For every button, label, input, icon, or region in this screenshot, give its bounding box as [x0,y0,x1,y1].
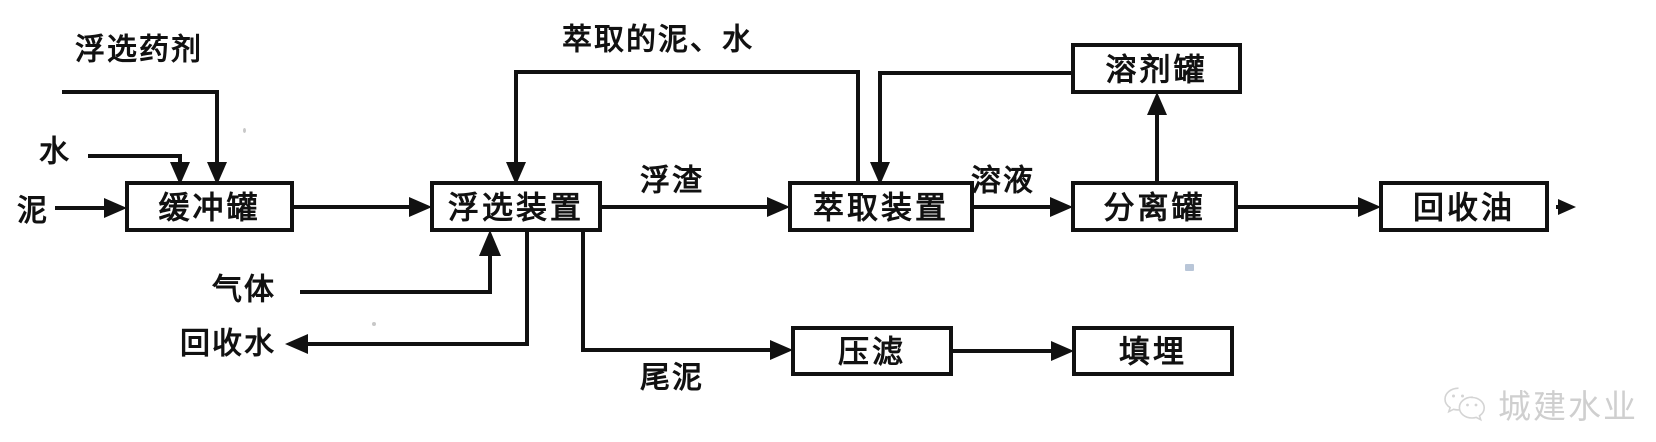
node-recovered-oil[interactable]: 回收油 [1379,181,1549,232]
node-landfill[interactable]: 填埋 [1072,326,1234,376]
flow-label-tail-mud: 尾泥 [640,362,704,395]
arrow-recycled-water [285,334,308,354]
input-label-gas: 气体 [212,274,276,307]
arrow-sludge [104,198,127,218]
extraction-unit-label: 萃取装置 [813,191,949,226]
arrow-water [170,162,190,185]
flow-label-extracted-mud-water: 萃取的泥、水 [562,24,754,57]
input-label-flotation-agent: 浮选药剂 [75,34,203,67]
flow-label-float-scum: 浮渣 [640,165,704,198]
arrow-oil-outflow-fragment [1558,199,1576,215]
edge-water-to-buffer [88,154,182,174]
edge-flotation-agent-to-buffer [62,90,219,174]
node-filter-press[interactable]: 压滤 [791,326,953,376]
node-flotation-unit[interactable]: 浮选装置 [430,181,602,232]
filter-press-box[interactable] [791,326,953,376]
input-label-water: 水 [39,136,71,169]
edge-gas-to-flotation [300,248,492,294]
arrow-buffer-to-flotation [409,197,432,217]
arrow-tail-mud [770,340,793,360]
node-buffer-tank[interactable]: 缓冲罐 [125,181,294,232]
separation-tank-box[interactable] [1071,181,1238,232]
arrow-recovered-oil [1358,197,1381,217]
edge-solvent-to-extraction [878,71,1073,174]
flotation-unit-label: 浮选装置 [448,191,584,226]
flotation-unit-box[interactable] [430,181,602,232]
edge-extraction-to-flotation-top [514,70,860,183]
node-solvent-tank[interactable]: 溶剂罐 [1071,43,1242,94]
arrow-flotation-agent [207,162,227,185]
node-extraction-unit[interactable]: 萃取装置 [788,181,974,232]
input-label-sludge: 泥 [17,195,49,228]
arrow-gas [479,230,501,256]
output-label-recycled-water: 回收水 [180,328,276,361]
arrow-float-scum [767,197,790,217]
arrow-press-to-landfill [1051,341,1074,361]
filter-press-label: 压滤 [838,335,906,370]
buffer-tank-label: 缓冲罐 [159,191,261,226]
arrow-separation-to-solvent [1147,92,1167,115]
solvent-tank-box[interactable] [1071,43,1242,94]
flow-label-solution: 溶液 [971,164,1035,198]
edge-flotation-to-recycled-water [300,230,529,346]
landfill-label: 填埋 [1119,335,1187,370]
separation-tank-label: 分离罐 [1104,191,1206,226]
arrow-extracted-mud-water [506,162,526,185]
recovered-oil-label: 回收油 [1413,191,1515,226]
node-separation-tank[interactable]: 分离罐 [1071,181,1238,232]
edge-flotation-to-filter-press [581,230,782,352]
buffer-tank-box[interactable] [125,181,294,232]
arrow-solvent-to-extraction [870,162,890,185]
extraction-unit-box[interactable] [788,181,974,232]
solvent-tank-label: 溶剂罐 [1106,53,1208,88]
recovered-oil-box[interactable] [1379,181,1549,232]
landfill-box[interactable] [1072,326,1234,376]
arrow-solution [1050,197,1073,217]
